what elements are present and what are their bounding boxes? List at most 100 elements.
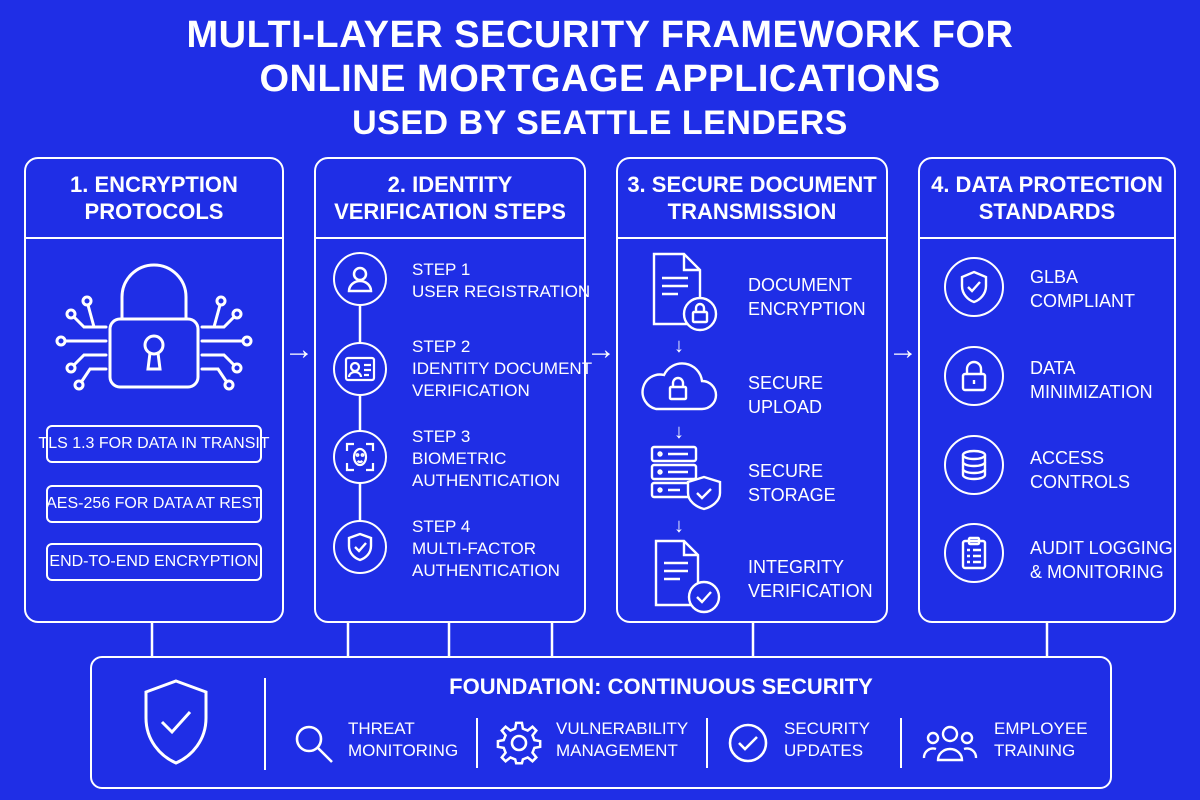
standards-heading-line2: STANDARDS (978, 199, 1116, 224)
arrow-right-icon: → (586, 333, 616, 366)
integrity-line1: INTEGRITY (748, 557, 845, 577)
encryption-protocols-panel: 1. ENCRYPTION PROTOCOLS TLS 1.3 FOR (24, 157, 284, 623)
server-shield-icon (650, 445, 722, 511)
step-2-desc-1: IDENTITY DOCUMENT (412, 359, 593, 378)
secure-upload-line2: UPLOAD (748, 397, 823, 417)
step-1-label: STEP 1 (412, 260, 471, 279)
glba-line2: COMPLIANT (1030, 291, 1136, 311)
audit-text: AUDIT LOGGING & MONITORING (1030, 536, 1173, 584)
secure-storage-text: SECURE STORAGE (748, 459, 836, 507)
step-2-label: STEP 2 (412, 337, 471, 356)
data-protection-panel: 4. DATA PROTECTION STANDARDS GLBA COMPLI… (918, 157, 1176, 623)
training-line2: TRAINING (994, 741, 1076, 760)
vulnerability-text: VULNERABILITY MANAGEMENT (556, 718, 688, 762)
access-line1: ACCESS (1030, 448, 1105, 468)
foundation-divider (476, 718, 478, 768)
identity-heading-line1: 2. IDENTITY (387, 172, 513, 197)
magnifier-icon (295, 725, 333, 763)
secure-storage-line1: SECURE (748, 461, 824, 481)
arrow-right-icon: → (888, 333, 918, 366)
updates-line2: UPDATES (784, 741, 864, 760)
database-icon (944, 435, 1004, 495)
identity-heading: 2. IDENTITY VERIFICATION STEPS (316, 159, 584, 239)
clipboard-list-icon (944, 523, 1004, 583)
title-line-2: ONLINE MORTGAGE APPLICATIONS (259, 58, 941, 100)
secure-transmission-panel: 3. SECURE DOCUMENT TRANSMISSION DOCUMENT… (616, 157, 888, 623)
step-1-desc: USER REGISTRATION (412, 282, 591, 301)
foundation-divider (706, 718, 708, 768)
step-2-text: STEP 2 IDENTITY DOCUMENT VERIFICATION (412, 336, 592, 402)
identity-heading-line2: VERIFICATION STEPS (334, 199, 566, 224)
e2e-item: END-TO-END ENCRYPTION (46, 543, 262, 581)
foundation-title: FOUNDATION: CONTINUOUS SECURITY (449, 674, 873, 699)
foundation-divider (264, 678, 266, 770)
cloud-lock-icon (641, 362, 718, 411)
threat-line2: MONITORING (348, 741, 459, 760)
foundation-panel: FOUNDATION: CONTINUOUS SECURITY THREAT M… (90, 656, 1112, 789)
training-line1: EMPLOYEE (994, 719, 1088, 738)
padlock-icon (944, 346, 1004, 406)
identity-verification-panel: 2. IDENTITY VERIFICATION STEPS STEP 1 US… (314, 157, 592, 623)
step-3-label: STEP 3 (412, 427, 471, 446)
title-line-3: USED BY SEATTLE LENDERS (352, 104, 848, 142)
arrow-right-icon: → (284, 333, 314, 366)
user-icon (333, 252, 387, 306)
step-4-text: STEP 4 MULTI-FACTOR AUTHENTICATION (412, 516, 560, 582)
step-2-desc-2: VERIFICATION (412, 381, 530, 400)
doc-encryption-text: DOCUMENT ENCRYPTION (748, 273, 866, 321)
standards-heading: 4. DATA PROTECTION STANDARDS (920, 159, 1174, 239)
threat-monitoring-text: THREAT MONITORING (348, 718, 458, 762)
arrow-down-icon: ↓ (674, 421, 684, 443)
encryption-heading: 1. ENCRYPTION PROTOCOLS (26, 159, 282, 239)
step-3-desc-2: AUTHENTICATION (412, 471, 560, 490)
team-icon (922, 725, 978, 762)
secure-storage-line2: STORAGE (748, 485, 836, 505)
transmission-heading-line2: TRANSMISSION (667, 199, 837, 224)
padlock-circuit-icon (55, 263, 253, 391)
minimization-line2: MINIMIZATION (1030, 382, 1153, 402)
step-4-desc-1: MULTI-FACTOR (412, 539, 537, 558)
glba-text: GLBA COMPLIANT (1030, 265, 1135, 313)
integrity-line2: VERIFICATION (748, 581, 873, 601)
integrity-text: INTEGRITY VERIFICATION (748, 555, 873, 603)
shield-check-icon (944, 257, 1004, 317)
foundation-divider (900, 718, 902, 768)
transmission-heading: 3. SECURE DOCUMENT TRANSMISSION (618, 159, 886, 239)
shield-check-icon (144, 679, 208, 765)
glba-line1: GLBA (1030, 267, 1079, 287)
step-connector-line (358, 284, 362, 544)
step-4-desc-2: AUTHENTICATION (412, 561, 560, 580)
step-3-text: STEP 3 BIOMETRIC AUTHENTICATION (412, 426, 560, 492)
updates-line1: SECURITY (784, 719, 870, 738)
step-1-text: STEP 1 USER REGISTRATION (412, 259, 590, 303)
document-lock-icon (652, 252, 718, 332)
aes-item: AES-256 FOR DATA AT REST (46, 485, 262, 523)
secure-upload-text: SECURE UPLOAD (748, 371, 823, 419)
encryption-heading-line1: 1. ENCRYPTION (70, 172, 238, 197)
transmission-heading-line1: 3. SECURE DOCUMENT (627, 172, 877, 197)
gear-icon (496, 721, 542, 765)
tls-item: TLS 1.3 FOR DATA IN TRANSIT (38, 425, 270, 463)
access-line2: CONTROLS (1030, 472, 1131, 492)
access-text: ACCESS CONTROLS (1030, 446, 1130, 494)
shield-check-icon (333, 520, 387, 574)
minimization-line1: DATA (1030, 358, 1076, 378)
threat-line1: THREAT (348, 719, 415, 738)
doc-encryption-line2: ENCRYPTION (748, 299, 866, 319)
arrow-down-icon: ↓ (674, 515, 684, 537)
step-3-desc-1: BIOMETRIC (412, 449, 507, 468)
audit-line2: & MONITORING (1030, 562, 1164, 582)
standards-heading-line1: 4. DATA PROTECTION (931, 172, 1163, 197)
audit-line1: AUDIT LOGGING (1030, 538, 1173, 558)
employee-training-text: EMPLOYEE TRAINING (994, 718, 1088, 762)
minimization-text: DATA MINIMIZATION (1030, 356, 1153, 404)
step-4-label: STEP 4 (412, 517, 471, 536)
vulnerability-line1: VULNERABILITY (556, 719, 689, 738)
id-card-icon (333, 342, 387, 396)
secure-upload-line1: SECURE (748, 373, 824, 393)
title-line-1: MULTI-LAYER SECURITY FRAMEWORK FOR (186, 14, 1014, 56)
vulnerability-line2: MANAGEMENT (556, 741, 678, 760)
doc-encryption-line1: DOCUMENT (748, 275, 852, 295)
arrow-down-icon: ↓ (674, 335, 684, 357)
